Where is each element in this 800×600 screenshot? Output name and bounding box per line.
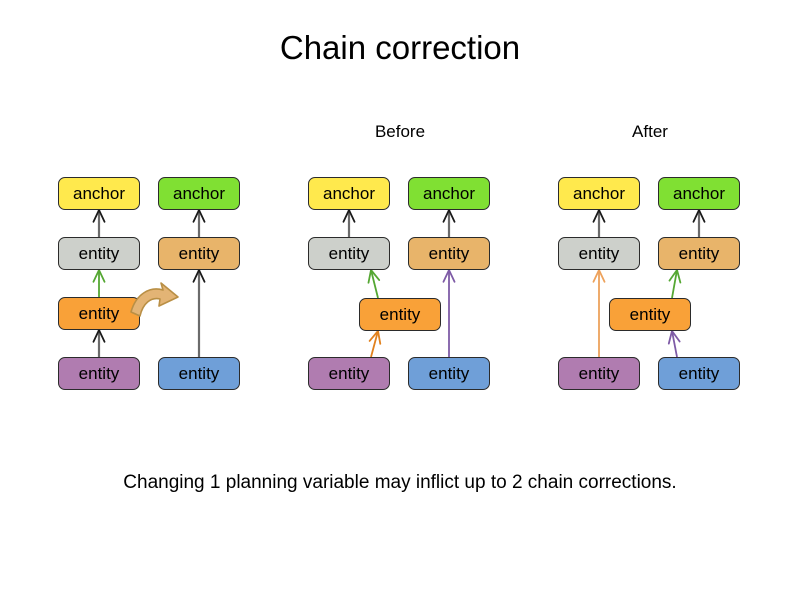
node-label: entity bbox=[578, 363, 620, 383]
node-entity: entity bbox=[658, 237, 740, 270]
arrowhead bbox=[592, 269, 606, 283]
node-anchor: anchor bbox=[58, 177, 140, 210]
node-entity: entity bbox=[308, 357, 390, 390]
panel-label-before: Before bbox=[374, 122, 426, 141]
edge-arrow bbox=[92, 329, 106, 357]
node-label: anchor bbox=[573, 183, 625, 203]
node-entity: entity bbox=[658, 357, 740, 390]
node-entity: entity bbox=[359, 298, 441, 331]
panel-label-after: After bbox=[632, 122, 668, 141]
node-label: entity bbox=[428, 363, 470, 383]
arrowhead bbox=[668, 269, 682, 284]
node-entity: entity bbox=[158, 237, 240, 270]
node-anchor: anchor bbox=[658, 177, 740, 210]
node-label: entity bbox=[379, 304, 421, 324]
node-entity: entity bbox=[408, 357, 490, 390]
arrowhead bbox=[442, 209, 456, 223]
node-label: entity bbox=[678, 243, 720, 263]
edge-arrow bbox=[92, 269, 106, 297]
arrowhead bbox=[442, 269, 456, 283]
node-label: entity bbox=[78, 243, 120, 263]
edge-arrow bbox=[442, 269, 456, 357]
edge-arrow bbox=[668, 269, 682, 299]
arrowhead bbox=[368, 330, 382, 345]
node-label: entity bbox=[629, 304, 671, 324]
edge-arrow bbox=[592, 269, 606, 357]
node-label: entity bbox=[328, 243, 370, 263]
arrowhead bbox=[692, 209, 706, 223]
edge-arrow bbox=[342, 209, 356, 237]
node-label: anchor bbox=[323, 183, 375, 203]
edge-arrow bbox=[667, 330, 681, 358]
node-label: entity bbox=[428, 243, 470, 263]
node-entity: entity bbox=[408, 237, 490, 270]
node-label: entity bbox=[178, 363, 220, 383]
arrowhead bbox=[92, 329, 106, 343]
node-entity: entity bbox=[308, 237, 390, 270]
arrowhead bbox=[367, 269, 381, 284]
edge-arrow bbox=[92, 209, 106, 237]
node-entity: entity bbox=[558, 357, 640, 390]
node-entity: entity bbox=[158, 357, 240, 390]
node-label: entity bbox=[78, 363, 120, 383]
arrowhead bbox=[192, 269, 206, 283]
edge-arrow bbox=[367, 269, 381, 299]
arrowhead bbox=[342, 209, 356, 223]
node-label: entity bbox=[178, 243, 220, 263]
edge-arrow bbox=[192, 209, 206, 237]
arrowhead bbox=[592, 209, 606, 223]
arrowhead bbox=[192, 209, 206, 223]
node-anchor: anchor bbox=[558, 177, 640, 210]
node-label: entity bbox=[78, 303, 120, 323]
diagram-caption: Changing 1 planning variable may inflict… bbox=[123, 472, 677, 493]
node-anchor: anchor bbox=[408, 177, 490, 210]
node-anchor: anchor bbox=[308, 177, 390, 210]
edge-arrow bbox=[692, 209, 706, 237]
node-label: anchor bbox=[73, 183, 125, 203]
node-entity: entity bbox=[558, 237, 640, 270]
node-entity: entity bbox=[58, 237, 140, 270]
node-label: entity bbox=[578, 243, 620, 263]
node-entity: entity bbox=[609, 298, 691, 331]
node-label: entity bbox=[328, 363, 370, 383]
node-label: anchor bbox=[673, 183, 725, 203]
arrowhead bbox=[92, 269, 106, 283]
arrowhead bbox=[92, 209, 106, 223]
page-title: Chain correction bbox=[279, 29, 521, 66]
node-entity: entity bbox=[58, 357, 140, 390]
edge-arrow bbox=[192, 269, 206, 357]
node-label: anchor bbox=[173, 183, 225, 203]
node-label: entity bbox=[678, 363, 720, 383]
edge-arrow bbox=[442, 209, 456, 237]
node-anchor: anchor bbox=[158, 177, 240, 210]
node-label: anchor bbox=[423, 183, 475, 203]
arrowhead bbox=[667, 330, 681, 345]
edge-arrow bbox=[368, 330, 382, 358]
node-entity: entity bbox=[58, 297, 140, 330]
edge-arrow bbox=[592, 209, 606, 237]
